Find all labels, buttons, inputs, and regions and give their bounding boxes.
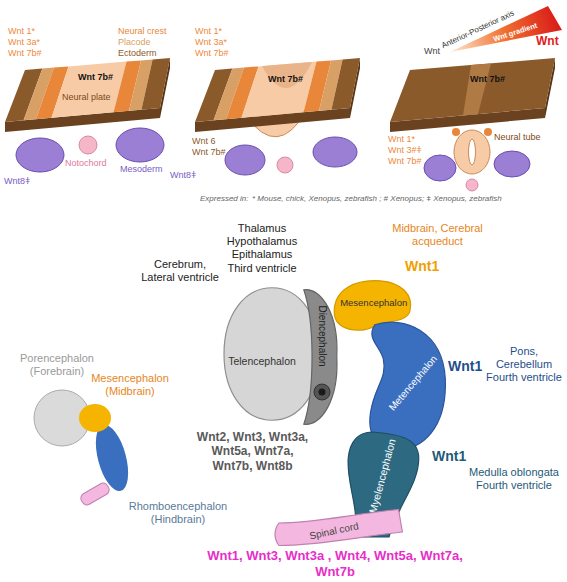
gene-label: Wnt 7b# (8, 48, 42, 59)
footnote: Expressed in: (200, 194, 248, 204)
gene-list: Wnt2, Wnt3, Wnt3a, Wnt5a, Wnt7a, Wnt7b, … (195, 430, 310, 473)
neural-groove (262, 62, 312, 88)
gene-label: Wnt 3a* (8, 37, 40, 48)
tissue-label: Neural crest (118, 26, 167, 37)
axis-label: Anterior-Posterior axis (440, 9, 516, 51)
brain-region: Diencephalon (295, 287, 339, 427)
ectoderm-band (141, 58, 170, 110)
footnote: * Mouse, chick, Xenopus, zebrafish ; # X… (252, 194, 502, 204)
region-name: Mesencephalon (340, 298, 407, 309)
midbrain-shape (79, 404, 111, 432)
gene-label: Wnt8ǂ (170, 170, 196, 181)
region-label: Thalamus Hypothalamus Epithalamus Third … (220, 222, 304, 275)
neural-fold-stage (195, 58, 360, 175)
tissue-label: Mesoderm (120, 164, 163, 175)
vesicle-label: Mesencephalon (Midbrain) (86, 372, 174, 398)
gene-label: Wnt 7b# (195, 48, 229, 59)
mesoderm-shape (116, 128, 164, 162)
region-label: Pons, Cerebellum Fourth ventricle (484, 345, 564, 385)
ectoderm-band (390, 58, 555, 122)
mesoderm-shape (313, 137, 357, 167)
region-label: Cerebrum, Lateral ventricle (138, 258, 222, 284)
tissue-label: Neural tube (494, 132, 541, 143)
notochord-shape (466, 179, 478, 191)
gene-label: Wnt 6 (192, 136, 216, 147)
vesicle-label: Porencephalon (Forebrain) (14, 352, 100, 378)
brain-region: Telencephalon (222, 285, 322, 423)
ectoderm-band (331, 58, 360, 110)
ectoderm-sheet (390, 58, 555, 132)
gene-label: Wnt 7b# (470, 74, 505, 85)
mesoderm-shape (424, 155, 456, 181)
region-label: Medulla oblongata Fourth ventricle (466, 466, 562, 492)
gene-label: Wnt (424, 46, 440, 57)
gene-label: Wnt 3#ǂ (388, 145, 422, 156)
neural-tube-lumen (469, 139, 476, 165)
neural-plate-stage (5, 58, 170, 172)
ventricle-mark (314, 384, 330, 400)
gene-label: Wnt 1* (388, 134, 415, 145)
mesoderm-shape (16, 138, 64, 172)
tissue-label: Placode (118, 37, 151, 48)
region-name: Telencephalon (228, 355, 296, 367)
early-brain-vesicles (34, 390, 134, 507)
tissue-label: Neural plate (62, 92, 111, 103)
gene-label: Wnt 7b# (388, 156, 422, 167)
gene-label: Wnt1 (448, 358, 482, 375)
vesicle-label: Rhomboencephalon (Hindbrain) (124, 500, 232, 526)
region-outline (222, 285, 322, 423)
region-name: Diencephalon (317, 305, 329, 366)
gene-label: Wnt 7b# (192, 147, 226, 158)
neural-crest-cell (484, 128, 492, 136)
gene-label: Wnt 1* (195, 26, 222, 37)
region-shape (304, 290, 337, 425)
spinal-cord: Spinal cord (275, 505, 405, 550)
region-shape (275, 510, 402, 546)
gene-label: Wnt 1* (8, 26, 35, 37)
mesoderm-shape (494, 151, 530, 177)
gene-label: Wnt1 (405, 258, 439, 275)
midline-band (463, 64, 491, 116)
ventricle-mark (319, 389, 326, 396)
gene-label: Wnt (536, 34, 559, 48)
spinal-cord-shape (79, 481, 111, 506)
neural-crest-cell (452, 128, 460, 136)
ectoderm-sheet (195, 58, 360, 137)
region-shape (224, 288, 320, 420)
gene-label: Wnt8ǂ (4, 176, 30, 187)
hindbrain-shape (90, 422, 135, 495)
gene-label: Wnt 3a* (195, 37, 227, 48)
region-label: Midbrain, Cerebral acqueduct (385, 222, 490, 248)
gene-label: Wnt 7b# (268, 74, 303, 85)
region-outline (295, 287, 339, 427)
tissue-label: Ectoderm (118, 48, 157, 59)
gene-label: Wnt1 (432, 448, 466, 465)
neural-tube-shape (454, 130, 490, 174)
region-shape (370, 322, 446, 450)
gene-label: Wnt 7b# (78, 72, 113, 83)
notochord-shape (277, 157, 293, 173)
mesoderm-shape (225, 145, 265, 175)
tissue-label: Notochord (65, 158, 107, 169)
notochord-shape (79, 136, 97, 154)
gene-list: Wnt1, Wnt3, Wnt3a , Wnt4, Wnt5a, Wnt7a, … (190, 548, 480, 579)
